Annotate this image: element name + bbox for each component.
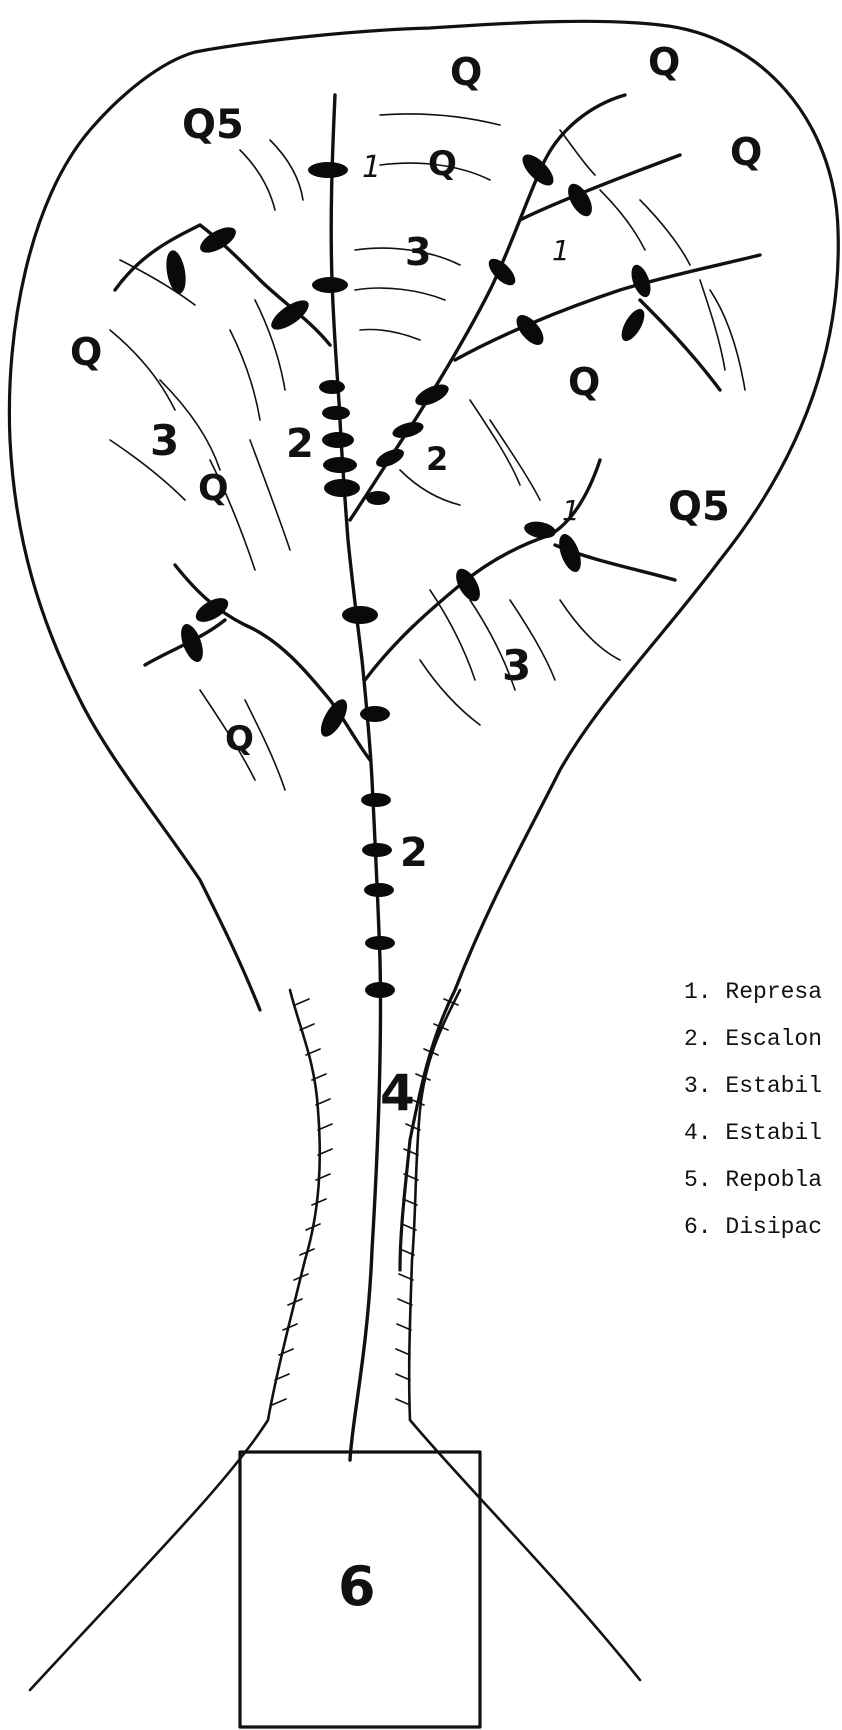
check-dam [192,593,232,627]
check-dam [523,519,557,540]
outlet-right [410,1420,640,1680]
check-dam [163,249,188,295]
check-dam [412,380,451,410]
check-dam [319,380,345,394]
label-q-center: Q [568,360,600,404]
check-dam [322,406,350,420]
label-2-left: 2 [286,421,314,467]
label-2-low: 2 [400,830,428,876]
label-q-top1: Q [450,50,482,94]
label-q-top2: Q [648,40,680,84]
label-q-mid: Q [198,468,229,509]
outlet-left [30,1420,268,1690]
label-3-right: 3 [502,641,531,690]
check-dam [360,706,390,722]
label-1-top: 1 [362,150,381,185]
label-6: 6 [338,1555,376,1618]
legend-item-1: 1. Represa [684,979,822,1005]
check-dam [177,621,208,665]
check-dam [362,843,392,857]
legend-item-5: 5. Repobla [684,1167,822,1193]
label-3-top: 3 [405,230,431,274]
check-dam [366,491,390,505]
check-dam [308,162,348,178]
legend-item-3: 3. Estabil [684,1073,822,1099]
check-dam [517,149,558,190]
check-dam [617,305,649,344]
label-q-right1: Q [730,130,762,174]
check-dam [373,445,406,470]
label-1-mid: 1 [562,494,580,527]
check-dam [361,793,391,807]
check-dam [267,295,313,335]
check-dam [342,606,378,624]
label-q5-right: Q5 [668,484,730,530]
label-1-right: 1 [552,234,570,267]
label-q-top3: Q [428,144,457,184]
label-3-left: 3 [150,416,179,465]
label-q5-top: Q5 [182,102,244,148]
legend-item-4: 4. Estabil [684,1120,822,1146]
feature-labels: 1 1 1 3 3 3 2 2 2 4 6 [150,150,580,1618]
tributaries [115,95,760,760]
check-dam [365,982,395,998]
check-dam [323,457,357,473]
legend: 1. Represa 2. Escalon 3. Estabil 4. Esta… [684,979,822,1240]
check-dam [322,432,354,448]
label-q-left: Q [70,330,102,374]
label-4: 4 [380,1064,415,1122]
main-channel [331,95,380,1460]
check-dam [324,479,360,497]
legend-item-2: 2. Escalon [684,1026,822,1052]
check-dam [364,883,394,897]
label-2-mid: 2 [426,440,448,478]
check-dam [365,936,395,950]
check-dam [312,277,348,293]
legend-item-6: 6. Disipac [684,1214,822,1240]
check-dam [316,695,353,740]
check-dam [391,419,426,441]
label-q-lower: Q [225,719,254,759]
